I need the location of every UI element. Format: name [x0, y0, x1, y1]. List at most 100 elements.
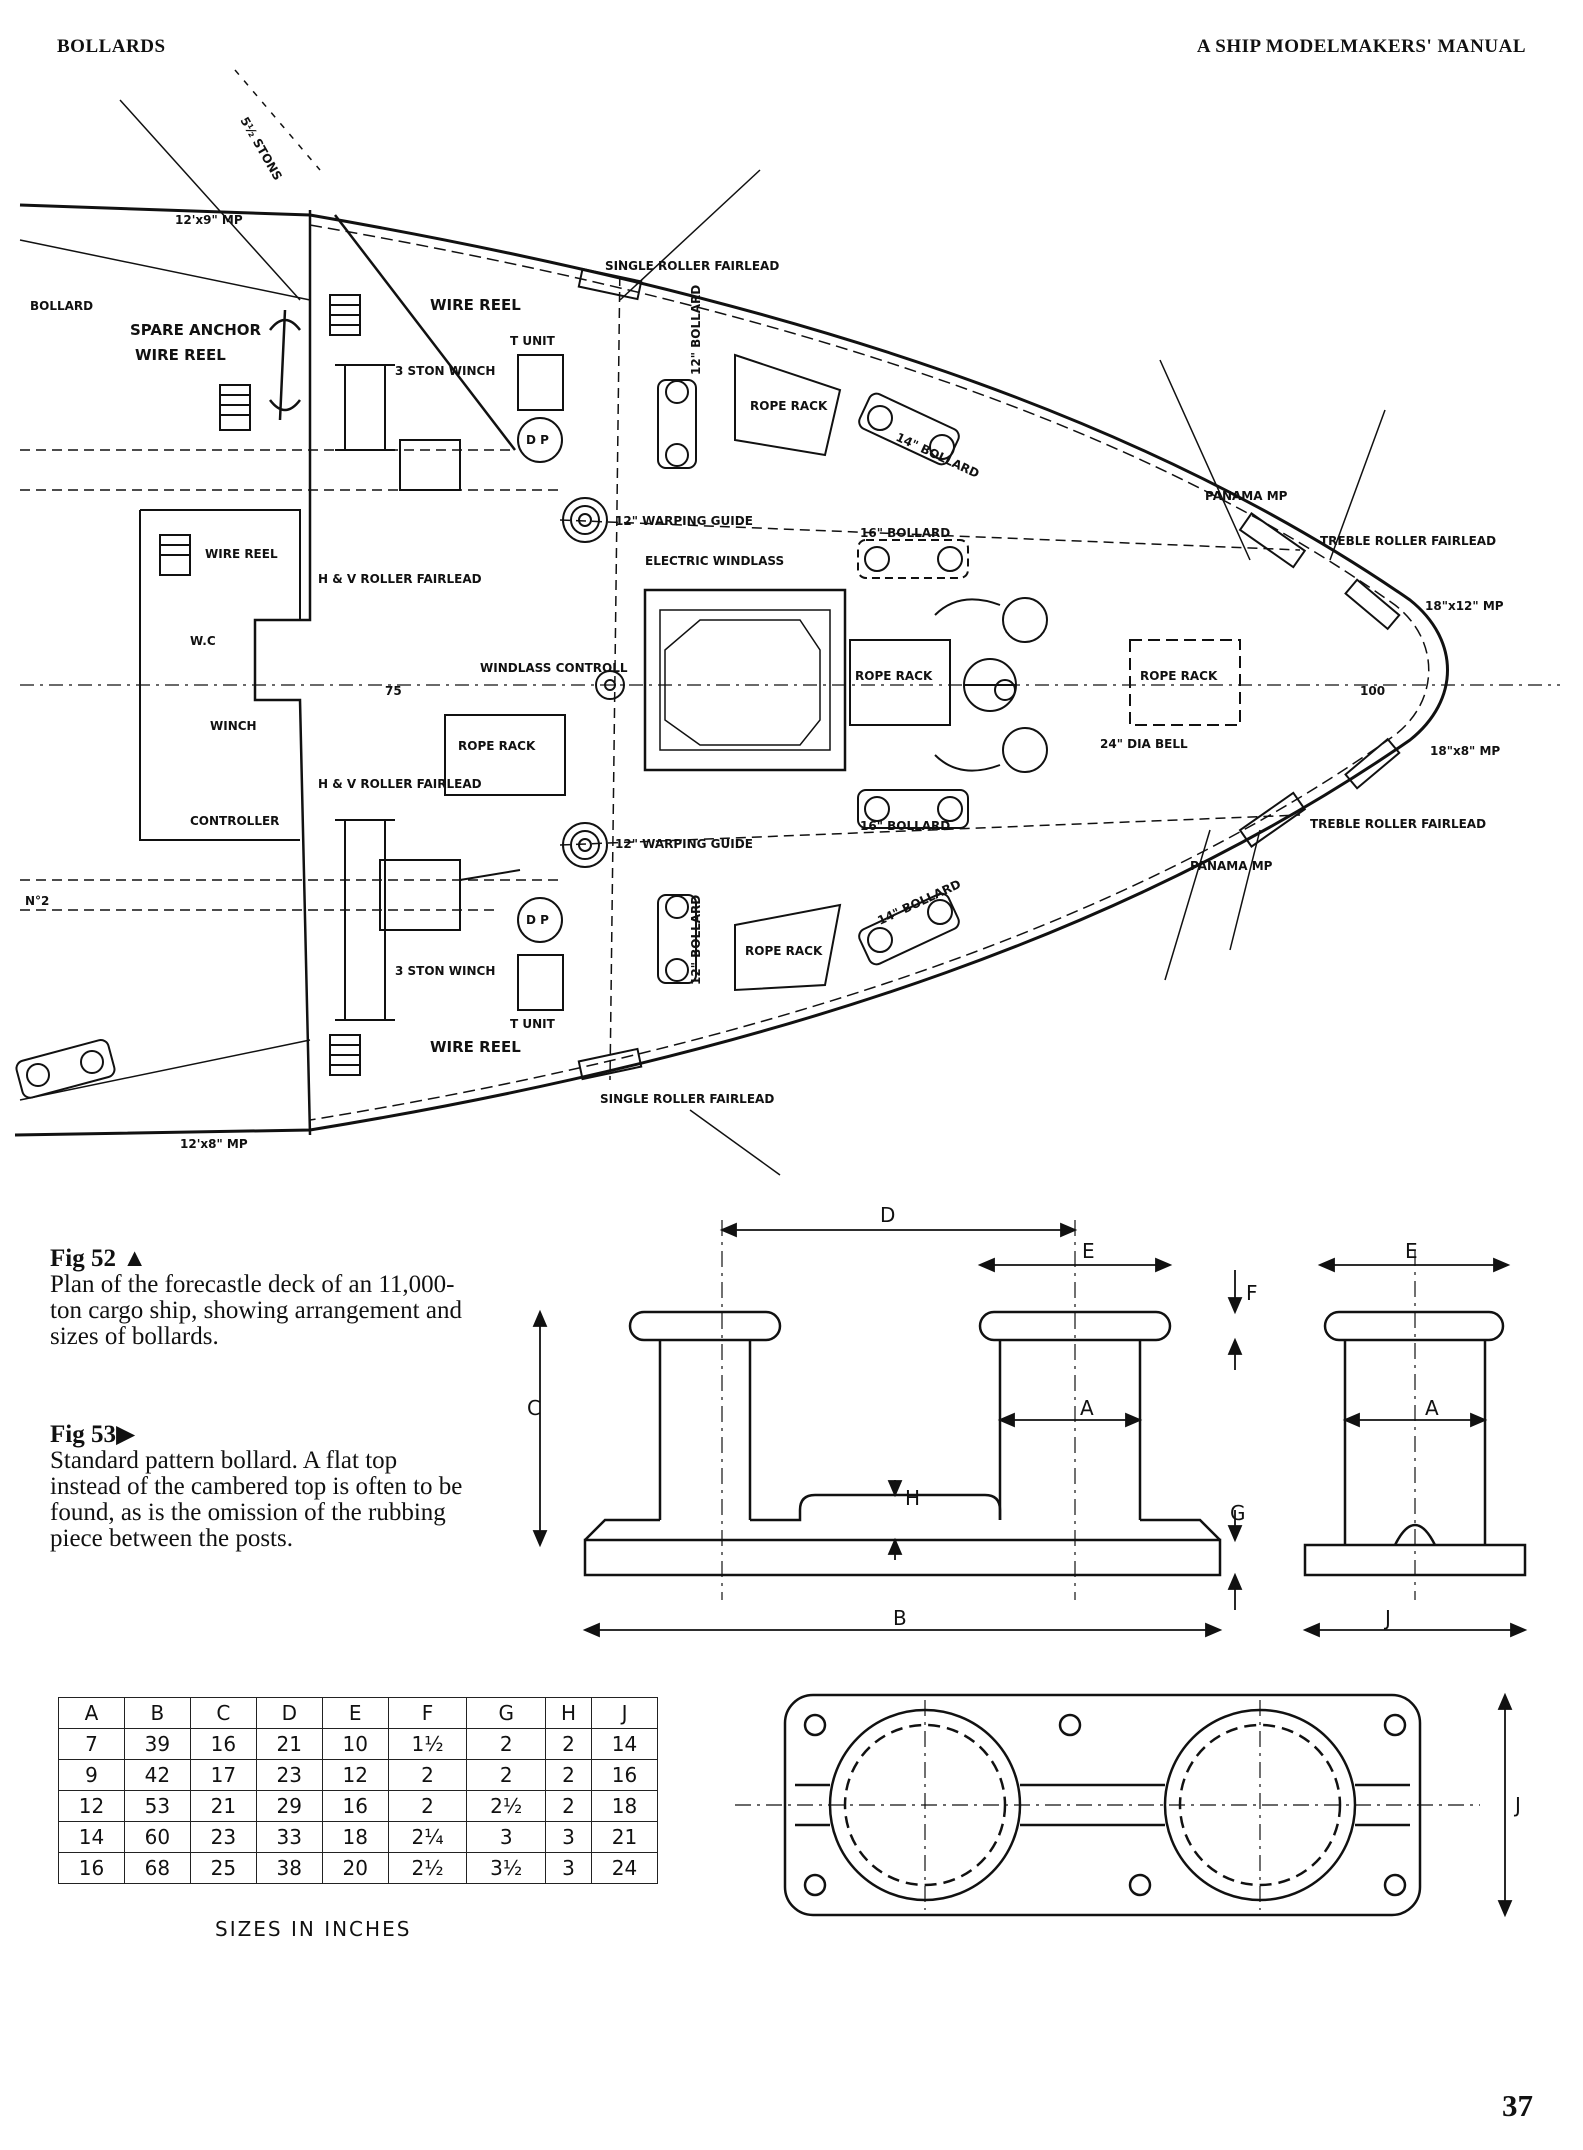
table-cell: 2 [387, 1790, 468, 1822]
table-cell: 3 [545, 1852, 593, 1884]
table-row: 14 60 23 33 18 2¼ 3 3 21 [58, 1821, 658, 1853]
table-cell: 21 [255, 1728, 323, 1760]
label-winch: WINCH [210, 719, 257, 733]
label-bollard-left: BOLLARD [30, 299, 93, 313]
table-cell: 16 [591, 1759, 658, 1791]
table-header-cell: A [58, 1697, 125, 1729]
rope-rack-stbd [734, 903, 842, 992]
table-cell: 17 [189, 1759, 257, 1791]
table-cell: 53 [123, 1790, 191, 1822]
table-cell: 10 [321, 1728, 389, 1760]
table-cell: 18 [591, 1790, 658, 1822]
label-mp-bottom: 12'x8" MP [180, 1137, 248, 1151]
label-hv-roller: H & V ROLLER FAIRLEAD [318, 572, 482, 586]
plan-wire-reels [159, 294, 361, 1076]
dim-label-C: C [527, 1396, 541, 1420]
table-cell: 42 [123, 1759, 191, 1791]
label-treble-roller-top: TREBLE ROLLER FAIRLEAD [1320, 534, 1496, 548]
running-head-right: A SHIP MODELMAKERS' MANUAL [1196, 36, 1526, 57]
table-cell: 2½ [387, 1852, 468, 1884]
table-cell: 2½ [466, 1790, 547, 1822]
table-cell: 29 [255, 1790, 323, 1822]
table-cell: 3 [466, 1821, 547, 1853]
dim-label-E-side: E [1082, 1239, 1095, 1263]
label-bollard-12-bottom: 12" BOLLARD [689, 895, 703, 985]
table-cell: 7 [58, 1728, 125, 1760]
spare-anchor [269, 309, 301, 421]
label-ston-winch-bottom: 3 STON WINCH [395, 964, 495, 978]
label-rope-rack-2: ROPE RACK [458, 739, 536, 753]
label-bollard-14-top: 14" BOLLARD [894, 430, 982, 481]
dim-label-B: B [893, 1606, 907, 1630]
table-cell: 2 [545, 1790, 593, 1822]
label-mp-18x12: 18"x12" MP [1425, 599, 1504, 613]
table-cell: 2¼ [387, 1821, 468, 1853]
label-warping-guide-bottom: 12" WARPING GUIDE [615, 837, 753, 851]
table-header-cell: B [123, 1697, 191, 1729]
plan-winches [335, 364, 563, 1021]
label-mp-18x8: 18"x8" MP [1430, 744, 1500, 758]
fig52-text: Plan of the forecastle deck of an 11,000… [50, 1271, 462, 1350]
label-wire-reel-1: WIRE REEL [135, 346, 226, 364]
table-header-cell: E [321, 1697, 389, 1729]
table-header-cell: G [466, 1697, 547, 1729]
table-cell: 21 [591, 1821, 658, 1853]
label-electric-windlass: ELECTRIC WINDLASS [645, 554, 784, 568]
dim-label-E-end: E [1405, 1239, 1418, 1263]
fig53-caption: Fig 53▶ Standard pattern bollard. A flat… [50, 1422, 470, 1552]
dim-label-H: H [905, 1486, 920, 1510]
forecastle-break [253, 210, 312, 1136]
bollard-sizes-table: A B C D E F G H J 7 39 16 21 10 1½ 2 2 1… [58, 1697, 658, 1884]
label-controller: CONTROLLER [190, 814, 279, 828]
label-rope-rack-3: ROPE RACK [855, 669, 933, 683]
table-cell: 60 [123, 1821, 191, 1853]
table-cell: 21 [189, 1790, 257, 1822]
table-note: SIZES IN INCHES [215, 1917, 412, 1941]
fig53-text: Standard pattern bollard. A flat top ins… [50, 1447, 463, 1552]
label-ston-winch-top: 3 STON WINCH [395, 364, 495, 378]
label-mp-top: 12'x9" MP [175, 213, 243, 227]
label-wire-reel-4: WIRE REEL [430, 1038, 521, 1056]
table-header-cell: D [255, 1697, 323, 1729]
table-row: 7 39 16 21 10 1½ 2 2 14 [58, 1728, 658, 1760]
dim-label-F: F [1246, 1281, 1258, 1305]
table-header-cell: H [545, 1697, 593, 1729]
label-num-75: 75 [385, 684, 402, 698]
forecastle-plan-drawing: 5½ STONS 12'x9" MP BOLLARD SPARE ANCHOR … [14, 69, 1560, 1176]
label-rope-rack-5: ROPE RACK [745, 944, 823, 958]
label-single-roller-fairlead-bottom: SINGLE ROLLER FAIRLEAD [600, 1092, 774, 1106]
table-cell: 16 [189, 1728, 257, 1760]
label-stons: 5½ STONS [237, 115, 284, 183]
page-number: 37 [1502, 2088, 1533, 2123]
table-cell: 18 [321, 1821, 389, 1853]
table-cell: 39 [123, 1728, 191, 1760]
label-hv-roller-2: H & V ROLLER FAIRLEAD [318, 777, 482, 791]
table-cell: 23 [189, 1821, 257, 1853]
table-cell: 2 [545, 1759, 593, 1791]
table-row: 16 68 25 38 20 2½ 3½ 3 24 [58, 1852, 658, 1884]
label-wire-reel-2: WIRE REEL [430, 296, 521, 314]
label-panama-bottom: PANAMA MP [1190, 859, 1273, 873]
dim-label-J-plan: J [1513, 1793, 1521, 1817]
label-dia-bell: 24" DIA BELL [1100, 737, 1188, 751]
label-single-roller-fairlead-top: SINGLE ROLLER FAIRLEAD [605, 259, 779, 273]
bollard-side-elevation [583, 1220, 1222, 1600]
table-cell: 14 [591, 1728, 658, 1760]
label-num-2: N°2 [25, 894, 49, 908]
table-cell: 2 [466, 1728, 547, 1760]
rope-rack-port [734, 353, 842, 457]
table-cell: 2 [466, 1759, 547, 1791]
dim-label-A-side: A [1080, 1396, 1094, 1420]
label-bollard-16-top: 16" BOLLARD [860, 526, 950, 540]
bollard-plan-view [735, 1693, 1480, 1917]
table-header-cell: C [189, 1697, 257, 1729]
fig53-label: Fig 53▶ [50, 1421, 136, 1448]
rope-rack-centre-aft [444, 714, 566, 796]
dim-label-A-end: A [1425, 1396, 1439, 1420]
table-cell: 1½ [387, 1728, 468, 1760]
table-row: 12 53 21 29 16 2 2½ 2 18 [58, 1790, 658, 1822]
table-row: 9 42 17 23 12 2 2 2 16 [58, 1759, 658, 1791]
label-t-unit-top: T UNIT [510, 334, 556, 348]
table-cell: 14 [58, 1821, 125, 1853]
t-unit-stbd [517, 954, 564, 1011]
